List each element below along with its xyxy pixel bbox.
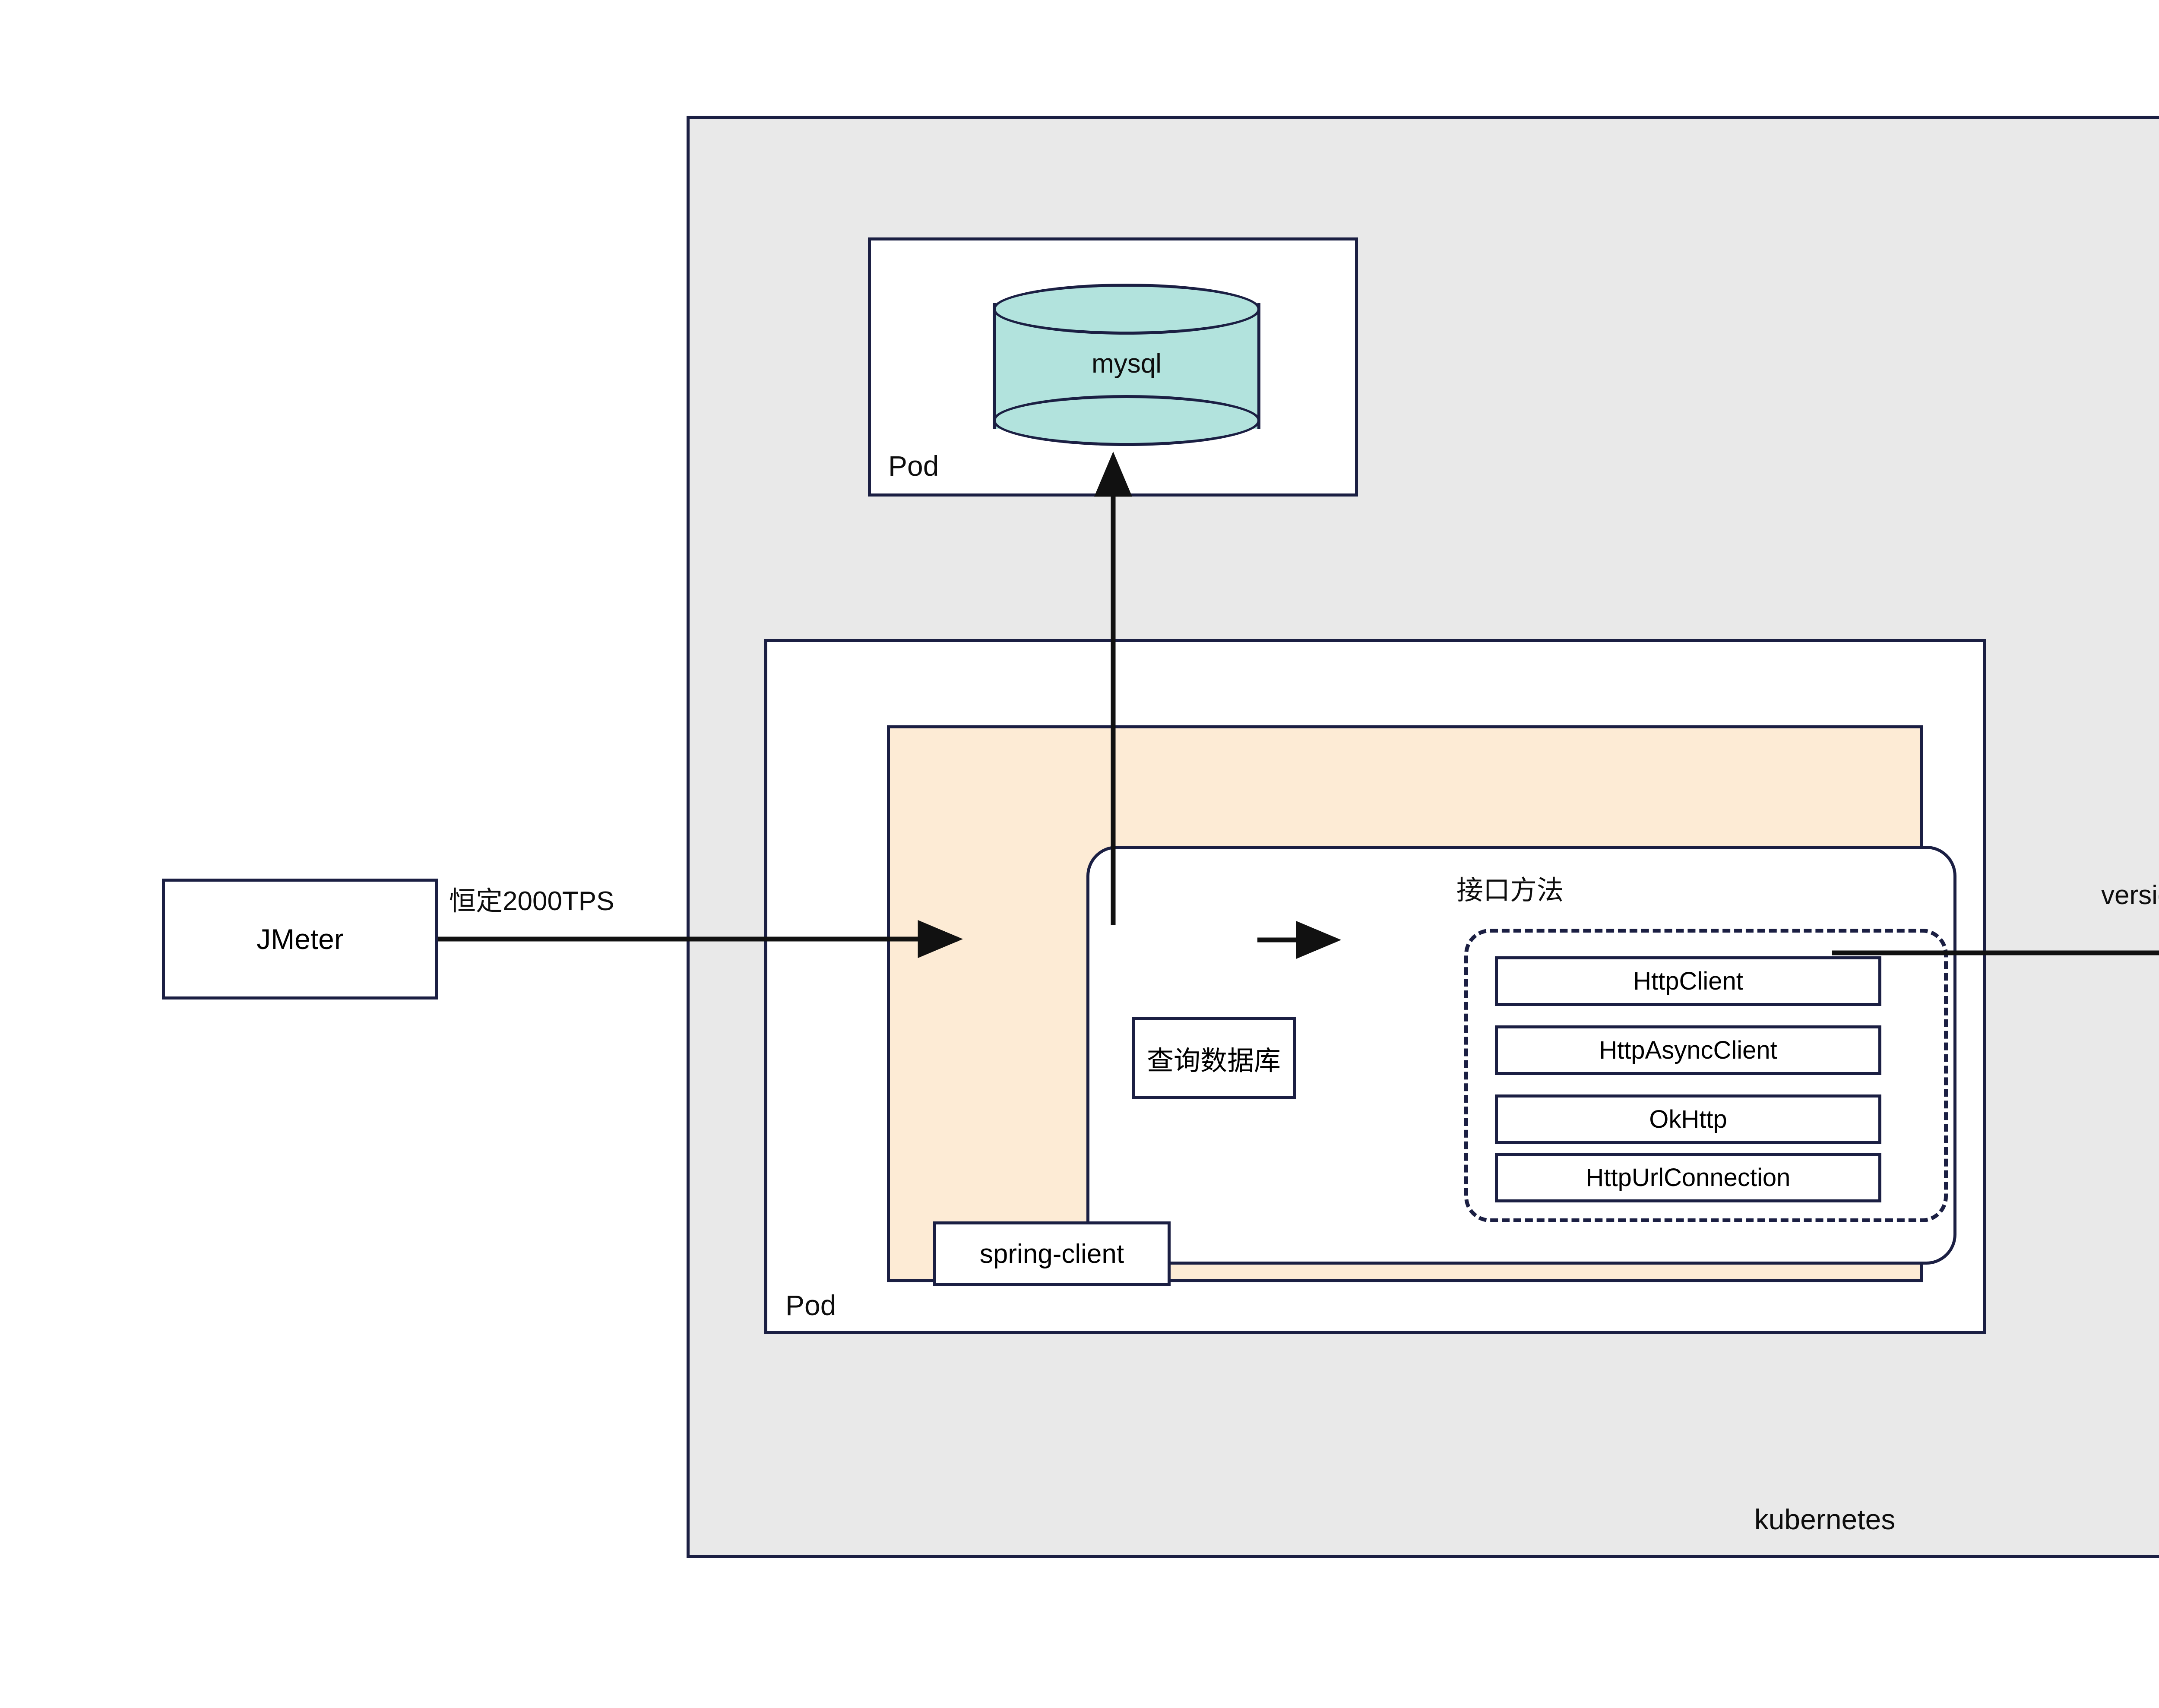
db-query-box[interactable]: 查询数据库 (1132, 1017, 1296, 1099)
db-query-label: 查询数据库 (1146, 1046, 1281, 1076)
pod-spring-client[interactable]: 接口方法 查询数据库 HttpClient HttpAsyncClient Ok… (764, 639, 1986, 1334)
http-client-option[interactable]: HttpAsyncClient (1495, 1025, 1881, 1075)
http-client-option[interactable]: OkHttp (1495, 1094, 1881, 1144)
kubernetes-label: kubernetes (1754, 1503, 1896, 1535)
database-cylinder-icon: mysql (993, 284, 1260, 448)
edge-label-version: version:v1 (2101, 880, 2159, 910)
jmeter-label: JMeter (256, 923, 344, 955)
pod-mysql[interactable]: mysql Pod (868, 237, 1358, 497)
cylinder-bottom-ellipse (993, 395, 1260, 446)
pod-label: Pod (888, 450, 939, 482)
interface-method-label: 接口方法 (1456, 876, 1564, 905)
mysql-label: mysql (1092, 349, 1162, 379)
jmeter-node[interactable]: JMeter (162, 879, 438, 999)
http-client-label: HttpUrlConnection (1586, 1164, 1791, 1192)
spring-client-tag[interactable]: spring-client (933, 1221, 1171, 1286)
cylinder-top-ellipse (993, 284, 1260, 335)
interface-method-panel: 接口方法 查询数据库 HttpClient HttpAsyncClient Ok… (1086, 846, 1956, 1265)
http-client-label: HttpAsyncClient (1599, 1036, 1777, 1064)
http-client-group: HttpClient HttpAsyncClient OkHttp HttpUr… (1464, 929, 1948, 1222)
pod-label: Pod (785, 1289, 836, 1321)
http-client-label: HttpClient (1633, 967, 1743, 995)
spring-client-app-container: 接口方法 查询数据库 HttpClient HttpAsyncClient Ok… (887, 725, 1956, 1282)
spring-client-label: spring-client (979, 1239, 1124, 1269)
http-client-option[interactable]: HttpClient (1495, 956, 1881, 1006)
http-client-label: OkHttp (1649, 1105, 1727, 1133)
http-client-option[interactable]: HttpUrlConnection (1495, 1153, 1881, 1202)
edge-label-tps: 恒定2000TPS (449, 886, 614, 916)
